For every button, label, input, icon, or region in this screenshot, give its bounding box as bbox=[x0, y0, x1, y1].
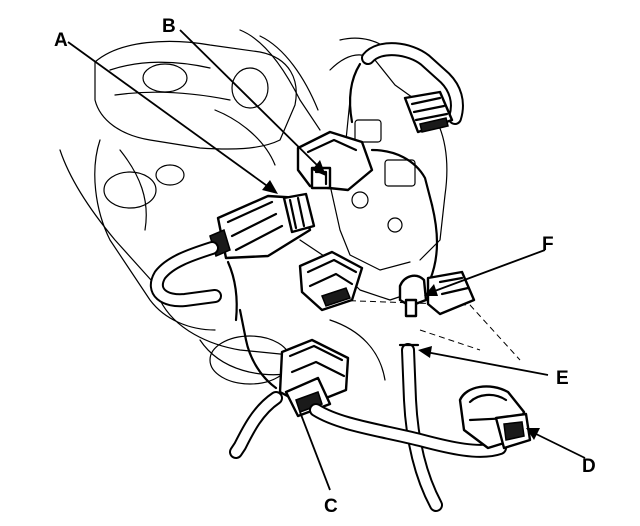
upper-harness bbox=[349, 42, 464, 134]
connector-d bbox=[458, 385, 532, 450]
engine-background bbox=[59, 29, 521, 385]
leader-c bbox=[299, 411, 331, 491]
leader-f-arrowhead bbox=[424, 284, 438, 296]
leader-lines bbox=[67, 29, 586, 491]
sensor-f bbox=[398, 203, 476, 318]
hose-a bbox=[149, 241, 238, 322]
callout-f: F bbox=[542, 234, 554, 255]
callout-e: E bbox=[556, 368, 569, 389]
leader-b bbox=[179, 29, 321, 169]
leader-b-arrowhead bbox=[312, 160, 326, 176]
middle-connector bbox=[298, 250, 364, 312]
connector-c bbox=[278, 338, 350, 418]
callout-c: C bbox=[324, 496, 338, 517]
callout-d: D bbox=[582, 456, 596, 477]
leader-a-arrowhead bbox=[262, 180, 278, 194]
leader-d bbox=[531, 431, 586, 459]
callouts: A B C D E F bbox=[54, 16, 596, 517]
connector-a bbox=[209, 192, 316, 260]
lower-harness bbox=[229, 308, 507, 459]
leader-d-arrowhead bbox=[526, 428, 540, 440]
hose-e bbox=[398, 343, 443, 512]
leader-f bbox=[431, 249, 546, 293]
leader-e bbox=[425, 351, 549, 376]
leader-a bbox=[67, 41, 271, 189]
callout-a: A bbox=[54, 30, 68, 51]
leader-e-arrowhead bbox=[418, 346, 432, 358]
callout-b: B bbox=[162, 16, 176, 37]
